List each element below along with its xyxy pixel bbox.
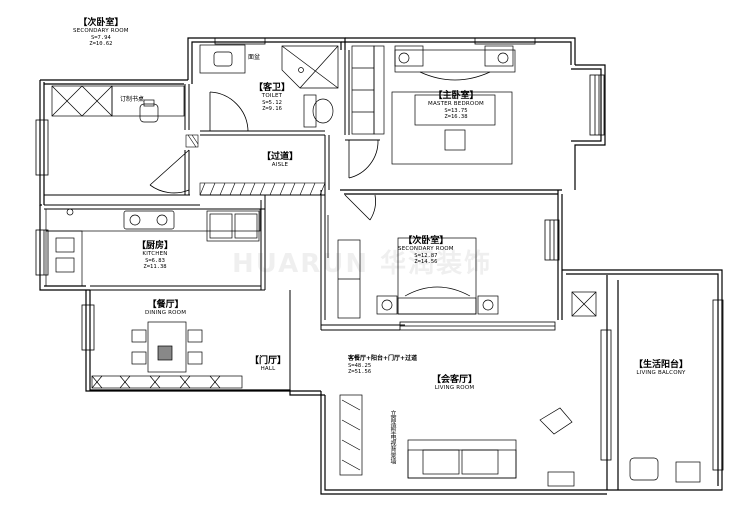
dining-furniture [91, 321, 243, 389]
room-area-z: Z=16.38 [444, 113, 468, 120]
room-name-en: MASTER BEDROOM [428, 101, 484, 108]
room-name-zh: 【过道】 [262, 152, 299, 162]
room-name-zh: 【客卫】 [254, 83, 291, 93]
windows [35, 37, 724, 471]
room-name-zh: 【餐厅】 [147, 300, 184, 310]
room-area-s: S=5.12 [262, 99, 282, 106]
label-dining-room: 【餐厅】 DINING ROOM [145, 300, 186, 317]
secondary-room-mid-furniture [337, 237, 597, 319]
room-area-s: S=6.83 [145, 257, 165, 264]
room-area-z: Z=9.16 [262, 105, 282, 112]
label-kitchen: 【厨房】 KITCHEN S=6.83 Z=11.38 [137, 241, 173, 270]
label-hall: 【门厅】 HALL [250, 356, 286, 373]
label-secondary-room-mid: 【次卧室】 SECONDARY ROOM S=12.87 Z=14.56 [398, 236, 454, 265]
room-name-zh: 【主卧室】 [433, 91, 479, 101]
room-name-en: AISLE [271, 162, 289, 169]
room-area-z: Z=11.38 [143, 263, 167, 270]
kitchen-fixtures [45, 208, 261, 287]
label-combined-area: 客餐厅+阳台+门厅+过道 S=48.25 Z=51.56 [348, 355, 418, 376]
interior-walls [44, 50, 405, 390]
room-area-z: Z=10.62 [89, 40, 113, 47]
watermark: HUARUN 华润装饰 [232, 249, 493, 279]
label-aisle: 【过道】 AISLE [262, 152, 298, 169]
combined-area-title: 客餐厅+阳台+门厅+过道 [348, 355, 418, 362]
toilet-fixtures [199, 44, 339, 128]
combined-area-s: S=48.25 [348, 362, 372, 369]
room-area-z: Z=14.56 [414, 258, 438, 265]
combined-area-z: Z=51.56 [348, 369, 372, 376]
room-name-en: LIVING ROOM [434, 385, 475, 392]
room-name-en: KITCHEN [142, 251, 168, 258]
master-bedroom-furniture [351, 45, 516, 165]
room-area-s: S=12.87 [414, 252, 438, 259]
room-name-zh: 【会客厅】 [432, 375, 478, 385]
room-area-s: S=13.75 [444, 107, 468, 114]
room-name-en: HALL [260, 366, 276, 373]
room-name-zh: 【生活阳台】 [634, 360, 689, 370]
room-name-zh: 【次卧室】 [78, 18, 124, 28]
room-area-s: S=7.94 [90, 34, 111, 41]
room-name-zh: 【次卧室】 [403, 236, 449, 246]
room-name-zh: 【厨房】 [137, 241, 174, 251]
room-name-zh: 【门厅】 [250, 356, 287, 366]
room-name-en: DINING ROOM [145, 310, 187, 317]
room-name-en: TOILET [261, 93, 283, 100]
desk-annotation: 订制书桌 [120, 96, 145, 103]
doors [149, 91, 379, 258]
floor-hatch [185, 134, 326, 196]
basin-annotation: 面盆 [248, 54, 261, 61]
room-name-en: SECONDARY ROOM [398, 246, 454, 253]
label-toilet: 【客卫】 TOILET S=5.12 Z=9.16 [254, 83, 290, 112]
tv-wall-annotation: 立面造型电视背景墙 [389, 410, 396, 464]
label-secondary-room-top: 【次卧室】 SECONDARY ROOM S=7.94 Z=10.62 [73, 18, 129, 47]
label-master-bedroom: 【主卧室】 MASTER BEDROOM S=13.75 Z=16.38 [428, 91, 484, 120]
label-living-room: 【会客厅】 LIVING ROOM [432, 375, 477, 392]
secondary-room-top-furniture [51, 85, 185, 123]
room-name-en: LIVING BALCONY [636, 370, 686, 377]
living-furniture [339, 394, 701, 487]
label-living-balcony: 【生活阳台】 LIVING BALCONY [634, 360, 688, 377]
room-name-en: SECONDARY ROOM [73, 28, 129, 35]
